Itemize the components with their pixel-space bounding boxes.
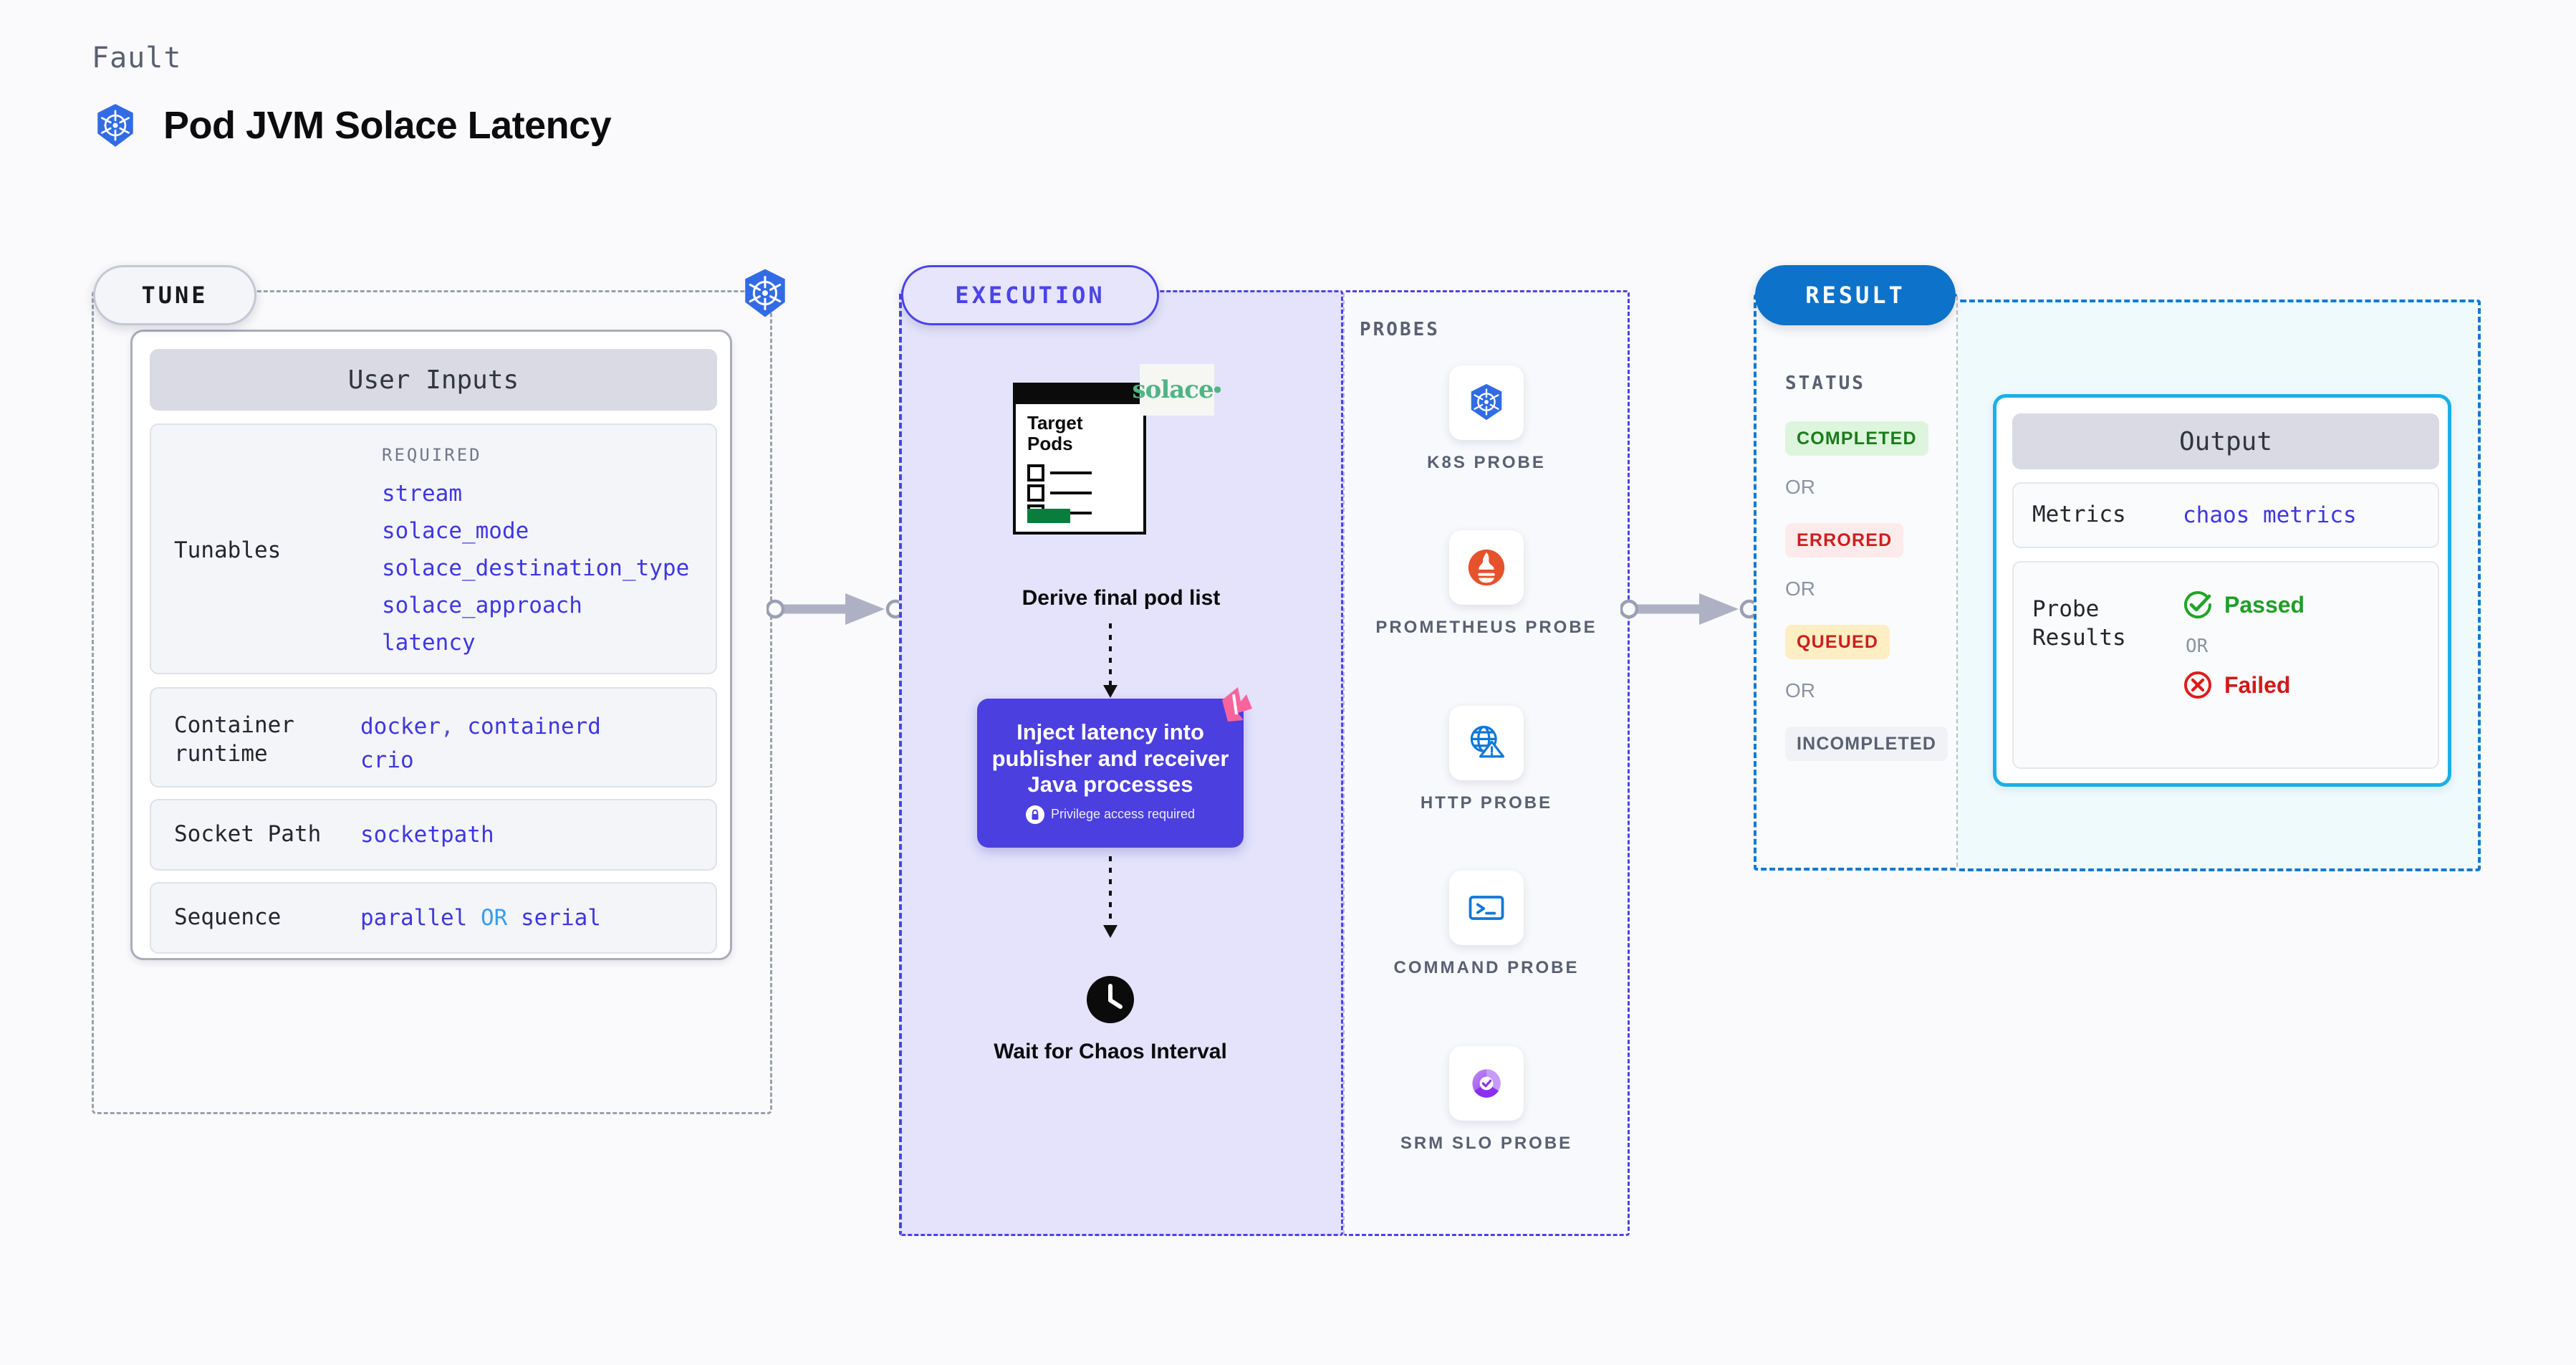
or-separator: OR: [2186, 636, 2209, 657]
card-header-bar: [1016, 385, 1143, 404]
eyebrow-label: Fault: [92, 42, 182, 75]
probe-item-http[interactable]: HTTP PROBE: [1343, 706, 1630, 815]
status-panel: [1754, 294, 1958, 871]
probe-label: K8S PROBE: [1427, 453, 1546, 472]
solace-logo: solace•: [1133, 364, 1222, 416]
failed-label: Failed: [2224, 671, 2291, 698]
metrics-label: Metrics: [2032, 502, 2126, 528]
socket-path-value: socketpath: [360, 821, 494, 848]
probe-result-failed: Failed: [2183, 670, 2305, 700]
tunables-label: Tunables: [174, 537, 282, 563]
check-circle-icon: [2183, 590, 2213, 620]
tunable-item: solace_mode: [382, 518, 529, 544]
sequence-label: Sequence: [174, 904, 282, 931]
sequence-separator: OR: [480, 904, 508, 931]
container-runtime-values: docker, containerd crio: [360, 710, 601, 777]
status-badge-errored: ERRORED: [1785, 523, 1904, 557]
required-heading: REQUIRED: [382, 445, 482, 465]
tunable-item: solace_destination_type: [382, 555, 690, 581]
privilege-note: Privilege access required: [1025, 805, 1196, 824]
kubernetes-icon: [92, 102, 139, 149]
or-separator: OR: [1785, 679, 1815, 701]
status-section-label: STATUS: [1785, 373, 1865, 394]
or-separator: OR: [1785, 578, 1815, 600]
socket-path-row: Socket Path socketpath: [150, 799, 717, 871]
probe-item-prometheus[interactable]: PROMETHEUS PROBE: [1343, 530, 1630, 639]
status-badge-queued: QUEUED: [1785, 625, 1890, 659]
probe-label: HTTP PROBE: [1420, 793, 1553, 813]
status-badge-completed: COMPLETED: [1785, 421, 1928, 456]
flow-arrow-down-2: [1096, 856, 1125, 942]
srm-slo-donut-icon: [1449, 1046, 1524, 1121]
user-inputs-card-title: User Inputs: [150, 349, 717, 411]
x-circle-icon: [2183, 670, 2213, 700]
user-inputs-card: User Inputs Tunables REQUIRED stream sola…: [130, 330, 732, 960]
probe-label: COMMAND PROBE: [1393, 958, 1580, 977]
tunable-item: latency: [382, 630, 476, 656]
inject-latency-card: Inject latency into publisher and receiv…: [977, 699, 1244, 848]
wait-chaos-interval-caption: Wait for Chaos Interval: [994, 1040, 1227, 1063]
value-serial: serial: [520, 904, 601, 931]
flow-arrow-down-1: [1096, 623, 1125, 702]
probe-item-command[interactable]: COMMAND PROBE: [1343, 871, 1630, 980]
tunables-list: stream solace_mode solace_destination_type…: [382, 481, 689, 656]
metrics-row: Metrics chaos metrics: [2012, 482, 2439, 548]
probe-item-k8s[interactable]: K8S PROBE: [1343, 365, 1630, 474]
lock-icon: [1025, 805, 1044, 824]
chaos-ribbon-icon: [1212, 684, 1256, 729]
tunable-item: stream: [382, 481, 462, 507]
kubernetes-icon: [739, 267, 792, 320]
probe-label: PROMETHEUS PROBE: [1375, 618, 1597, 637]
result-chip: RESULT: [1755, 265, 1956, 325]
socket-path-label: Socket Path: [174, 821, 322, 848]
value-separator: ,: [440, 714, 454, 739]
probes-section-label: PROBES: [1360, 319, 1440, 340]
http-globe-warning-icon: [1449, 706, 1524, 780]
derive-pod-list-caption: Derive final pod list: [1022, 586, 1221, 610]
sequence-row: Sequence parallel OR serial: [150, 882, 717, 954]
checklist-lines-icon: [1027, 464, 1092, 522]
progress-bar: [1027, 509, 1070, 523]
page-header: Fault Pod JVM Solace Latency: [92, 42, 612, 149]
probe-label: SRM SLO PROBE: [1400, 1134, 1573, 1153]
tune-panel: [92, 290, 772, 1114]
value-containerd: containerd: [467, 714, 601, 739]
inject-latency-text: Inject latency into publisher and receiv…: [991, 719, 1229, 798]
tune-chip: TUNE: [93, 265, 256, 325]
privilege-note-text: Privilege access required: [1050, 807, 1196, 822]
probe-result-passed: Passed: [2183, 590, 2305, 620]
title-row: Pod JVM Solace Latency: [92, 102, 612, 149]
terminal-icon: [1449, 871, 1524, 945]
value-crio: crio: [360, 747, 414, 773]
sequence-values: parallel OR serial: [360, 901, 601, 935]
clock-icon: [1084, 973, 1137, 1026]
status-badge-incompleted: INCOMPLETED: [1785, 727, 1948, 761]
or-separator: OR: [1785, 476, 1815, 498]
kubernetes-icon: [1449, 365, 1524, 440]
tunable-item: solace_approach: [382, 593, 582, 618]
value-docker: docker: [360, 714, 441, 739]
value-parallel: parallel: [360, 904, 468, 931]
tune-to-execution-arrow: [766, 588, 906, 631]
output-card-title: Output: [2012, 413, 2439, 469]
page-title: Pod JVM Solace Latency: [163, 104, 612, 147]
passed-label: Passed: [2224, 591, 2305, 618]
execution-chip: EXECUTION: [901, 265, 1159, 325]
probe-item-srm-slo[interactable]: SRM SLO PROBE: [1343, 1046, 1630, 1155]
execution-to-result-arrow: [1620, 588, 1760, 631]
metrics-value: chaos metrics: [2183, 502, 2357, 528]
prometheus-icon: [1449, 530, 1524, 605]
